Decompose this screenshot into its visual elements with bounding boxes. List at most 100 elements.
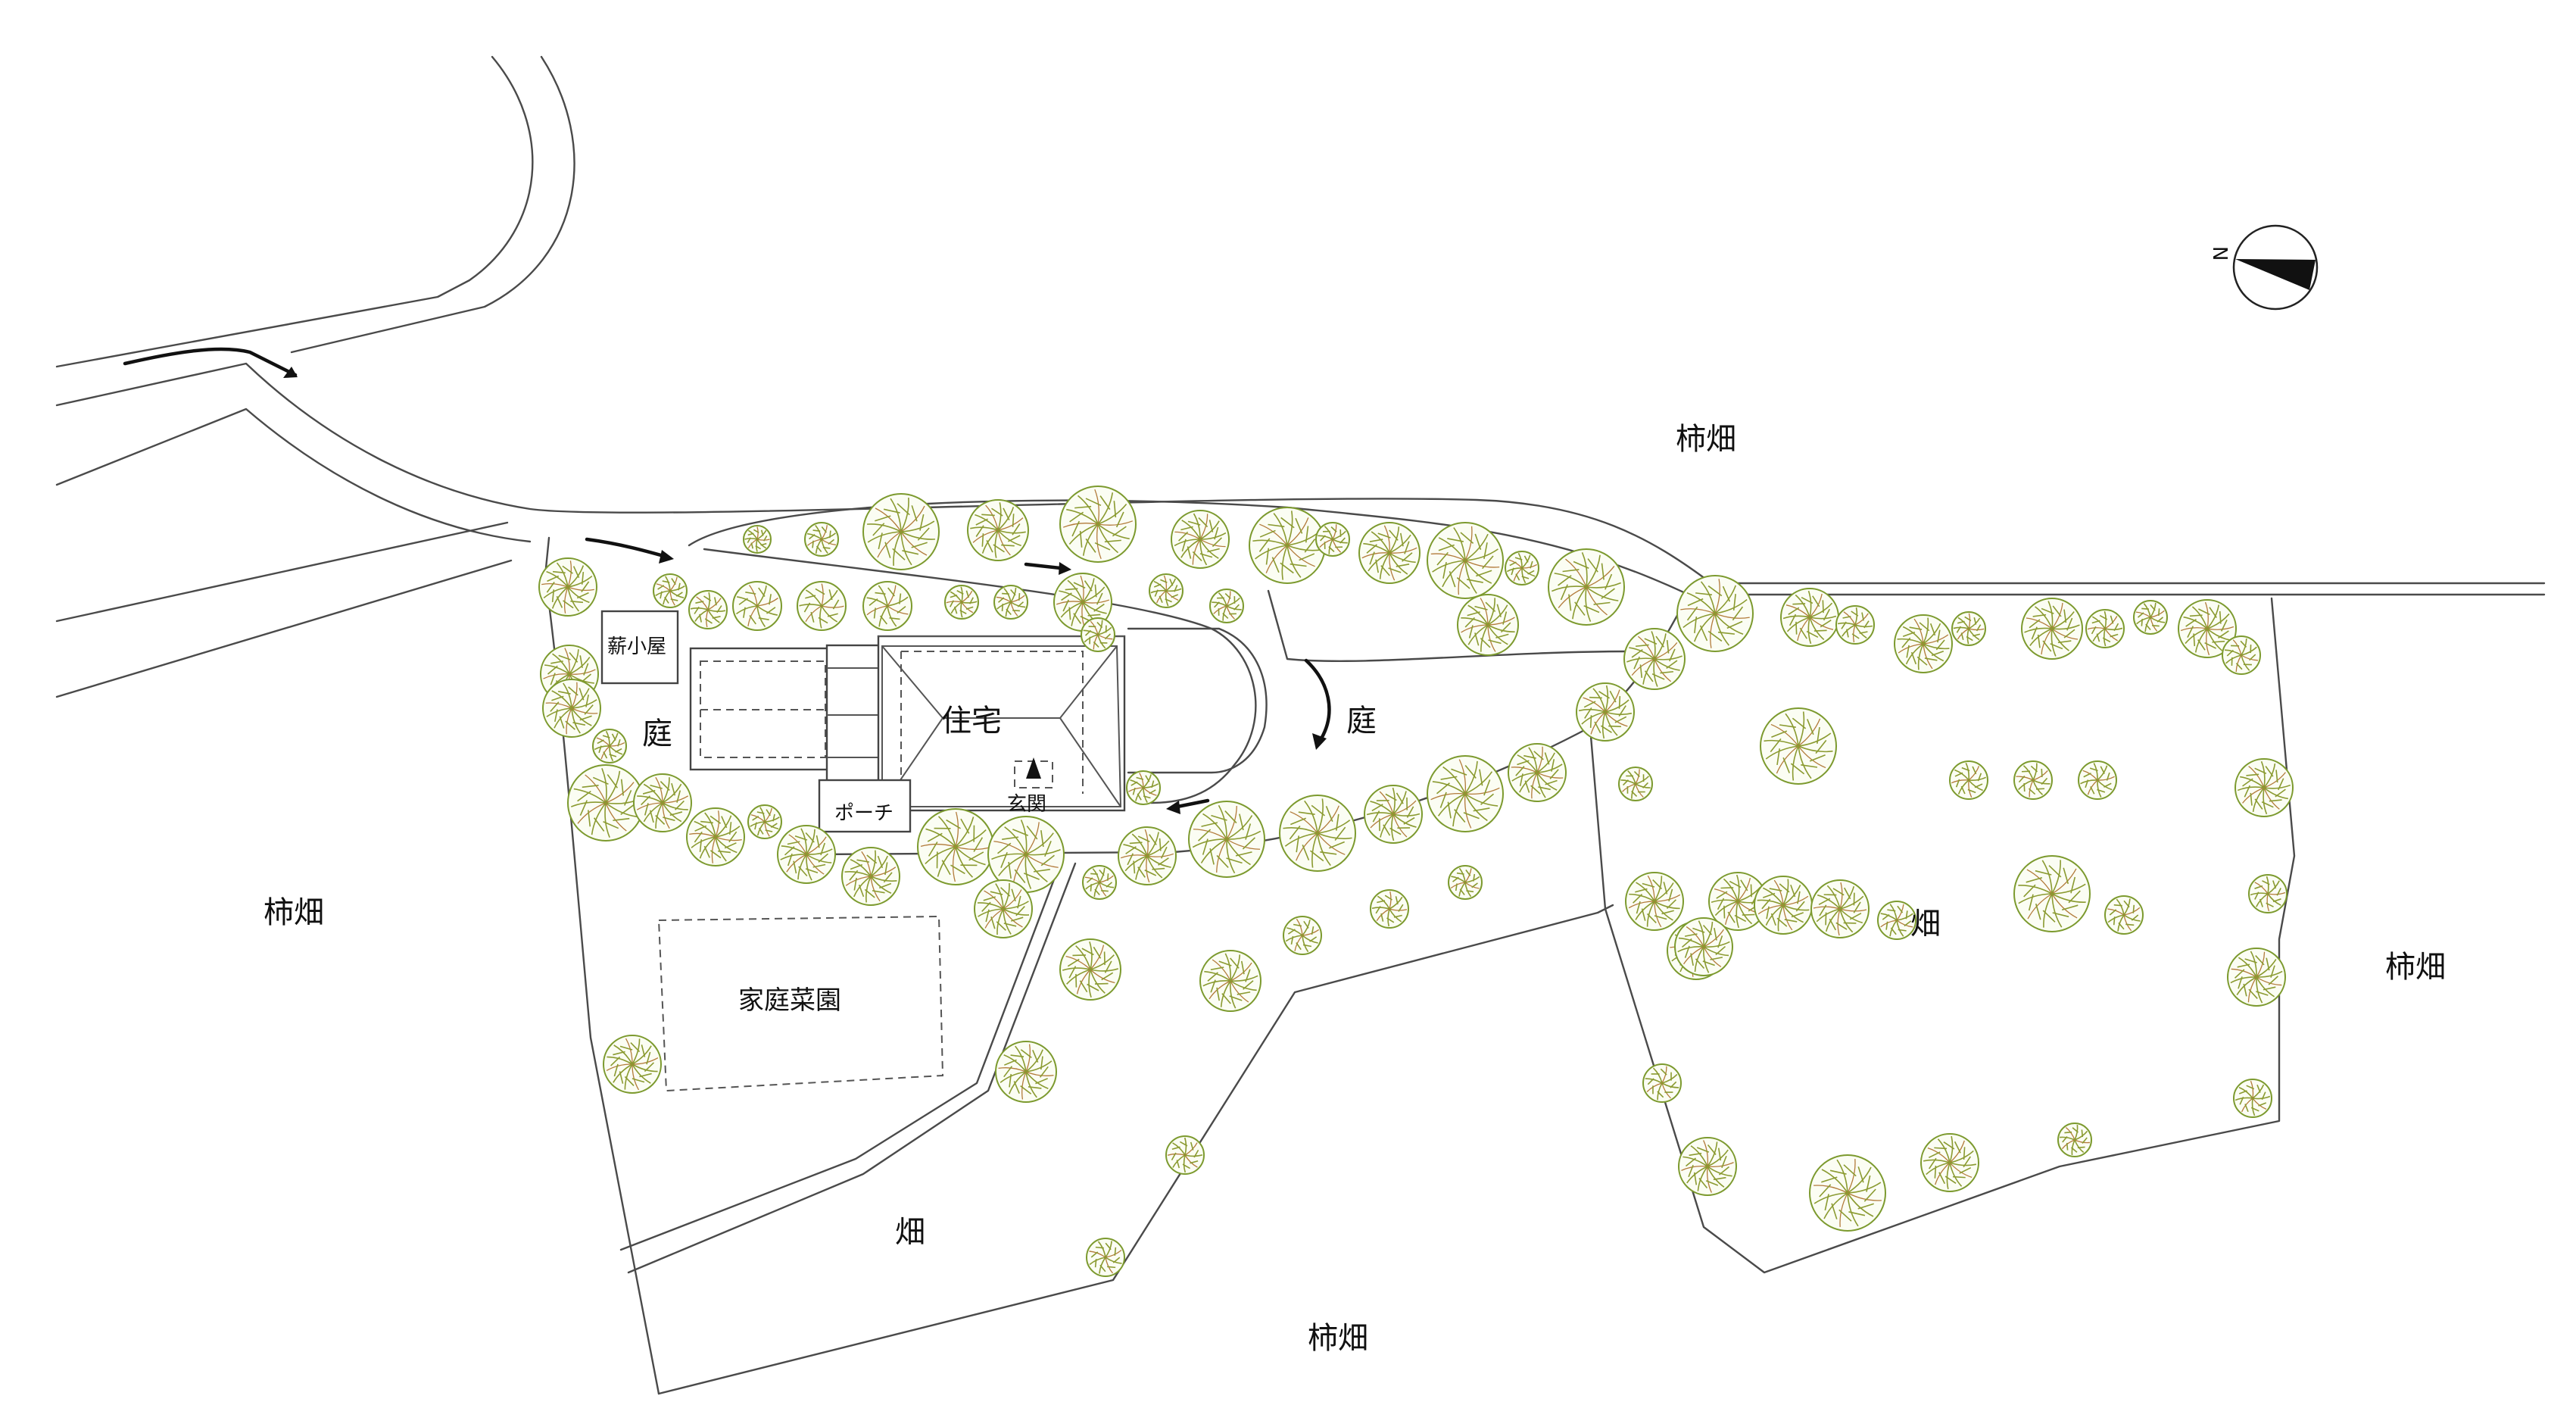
tree [1358,522,1421,584]
tree [1951,611,1986,646]
tree [1059,938,1121,1001]
tree [1576,682,1635,742]
arrow-loop-east [1304,658,1331,741]
tree [1920,1133,1979,1192]
tree [2248,874,2288,913]
tree [1188,801,1265,878]
label-garden-east: 庭 [1346,704,1377,738]
arrow-drive-in [585,537,669,559]
tree [567,764,644,842]
tree [1780,588,1839,647]
tree [732,581,782,631]
tree [797,581,847,631]
arrow-north-drive [1024,562,1062,570]
firewood-shed [600,610,679,685]
tree [1279,795,1356,872]
buildings [600,610,1268,833]
label-entrance: 玄関 [1007,793,1046,816]
label-kitchen-garden: 家庭菜園 [738,985,841,1016]
tree [1877,901,1916,940]
field-boundaries [544,536,2296,1395]
tree [2178,599,2237,658]
tree [1457,594,1519,656]
tree [1081,617,1115,652]
road-north-curve-right [290,55,575,354]
tree [1165,1135,1205,1175]
entrance-marker [1026,757,1041,779]
tree [1086,1238,1125,1277]
label-field-center-south: 畑 [895,1215,925,1250]
tree [592,729,627,763]
compass-needle [2235,259,2316,290]
tree [2222,635,2261,675]
tree [1625,872,1684,931]
tree [995,1041,1057,1103]
label-field-east: 畑 [1910,907,1941,941]
arrow-entry-west-head [283,367,298,378]
tree [1171,510,1230,569]
label-persimmon-north: 柿畑 [1676,422,1736,457]
tree [743,525,772,554]
tree [1676,575,1754,652]
tree [1835,605,1875,645]
south-divider [619,862,1062,1251]
labels: 柿畑 柿畑 柿畑 柿畑 畑 畑 庭 庭 薪小屋 住宅 ポーチ 玄関 家庭菜園 [264,422,2446,1356]
tree [1427,522,1504,599]
tree [1249,507,1326,584]
tree [1894,614,1953,673]
tree [862,493,940,570]
tree [862,581,912,631]
tree [1810,879,1870,938]
arrow-drive-in-head [659,550,674,564]
tree [2013,760,2053,800]
road-north-curve-left [55,55,534,368]
arrow-entry-west [123,347,298,377]
tree [1059,486,1137,563]
circulation-arrows [123,347,1331,814]
road-west-lower [55,407,532,543]
tree [2133,600,2168,635]
tree [2085,609,2125,648]
tree [1708,872,1767,931]
tree [688,590,728,629]
tree [2013,855,2091,932]
tree [1082,865,1117,900]
label-persimmon-east: 柿畑 [2385,950,2446,985]
tree [987,816,1065,893]
tree [777,825,836,884]
compass: N [2208,224,2319,311]
label-porch: ポーチ [834,802,893,825]
south-field-boundary [657,904,1614,1395]
tree [1809,1154,1886,1232]
tree [1283,916,1322,955]
house-middle [825,644,887,783]
tree [1364,785,1423,844]
road-west-diagonal-2 [55,559,513,698]
tree [917,808,994,885]
tree [1754,876,1813,935]
tree [1623,628,1686,690]
east-lawn-oval [1127,627,1268,774]
roads [55,55,2546,856]
tree [2235,758,2294,817]
road-west-diagonal-1 [55,521,509,623]
tree [1199,950,1261,1012]
tree [841,847,900,906]
tree [2233,1079,2272,1118]
house-middle-lines [827,667,886,758]
tree [2078,760,2117,800]
tree [2057,1123,2092,1157]
tree [603,1035,662,1094]
tree [944,585,979,620]
tree [974,879,1033,938]
tree [1678,1137,1737,1196]
tree [967,499,1029,561]
driveway-outer-north [688,499,2546,596]
tree [747,804,782,839]
tree [686,807,745,867]
tree [1760,707,1837,785]
tree [1209,589,1244,623]
tree [2021,598,2083,660]
porch [818,779,912,833]
